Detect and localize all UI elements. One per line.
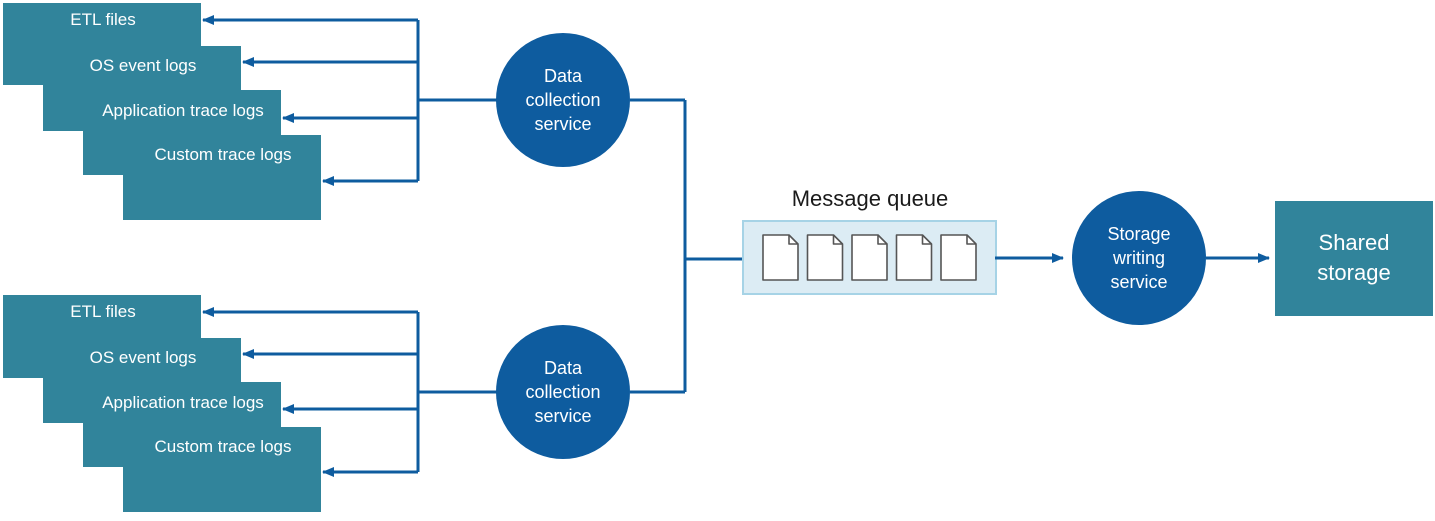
service-label-line: Data <box>544 66 583 86</box>
data-collection-service-node <box>496 33 630 167</box>
source-label: ETL files <box>70 302 136 321</box>
source-label: Application trace logs <box>102 393 264 412</box>
shared-storage-box <box>1275 201 1433 316</box>
shared-storage-label-line: Shared <box>1319 230 1390 255</box>
source-box-custom-trace-logs <box>123 427 321 512</box>
document-icon <box>895 234 933 281</box>
source-label: Custom trace logs <box>155 437 292 456</box>
data-collection-service-node <box>496 325 630 459</box>
queue-documents <box>762 234 977 281</box>
service-label-line: Data <box>544 358 583 378</box>
message-queue-label: Message queue <box>792 186 949 211</box>
source-label: ETL files <box>70 10 136 29</box>
service-label-line: collection <box>525 382 600 402</box>
source-label: Application trace logs <box>102 101 264 120</box>
storage-writing-service: Storage writing service <box>1072 191 1206 325</box>
queue-connectors <box>630 98 755 394</box>
source-group-1: ETL files OS event logs Application trac… <box>3 3 630 220</box>
source-label: OS event logs <box>90 56 197 75</box>
shared-storage: Shared storage <box>1275 201 1433 316</box>
storage-writing-service-node <box>1072 191 1206 325</box>
source-group-2: ETL files OS event logs Application trac… <box>3 295 630 512</box>
document-icon <box>806 234 844 281</box>
source-box-custom-trace-logs <box>123 135 321 220</box>
document-icon <box>762 234 799 281</box>
service-label-line: service <box>534 406 591 426</box>
source-label: Custom trace logs <box>155 145 292 164</box>
service-label-line: service <box>534 114 591 134</box>
message-queue: Message queue <box>742 186 997 295</box>
document-icon <box>940 234 977 281</box>
service-label-line: collection <box>525 90 600 110</box>
writer-label-line: writing <box>1112 248 1165 268</box>
writer-label-line: service <box>1110 272 1167 292</box>
source-label: OS event logs <box>90 348 197 367</box>
shared-storage-label-line: storage <box>1317 260 1390 285</box>
document-icon <box>851 234 888 281</box>
writer-label-line: Storage <box>1107 224 1170 244</box>
